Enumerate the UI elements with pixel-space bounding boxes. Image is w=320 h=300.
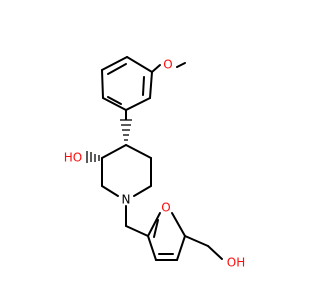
- bond-methyl-o: [176, 62, 186, 68]
- stereo-hash-c4: [120, 119, 132, 141]
- furan-ring: [147, 212, 186, 261]
- bond-o-aryl: [151, 64, 161, 73]
- atom-oh-hydroxymethyl: OH: [227, 256, 245, 270]
- bond-ch2-furan: [125, 225, 149, 237]
- piperidine-ring: [101, 144, 152, 197]
- atom-ho-hydroxyl: HO: [64, 151, 82, 165]
- atom-n-piperidine: N: [122, 193, 131, 207]
- benzene-ring: [101, 56, 153, 111]
- atom-o-furan: O: [161, 201, 170, 215]
- bond-furan-ch2oh: [184, 235, 209, 247]
- atom-o-methoxy: O: [163, 58, 172, 72]
- stereo-hash-c3: [86, 151, 100, 163]
- chemical-structure-diagram: O HO N: [64, 56, 245, 270]
- bond-ch2-oh: [207, 245, 223, 260]
